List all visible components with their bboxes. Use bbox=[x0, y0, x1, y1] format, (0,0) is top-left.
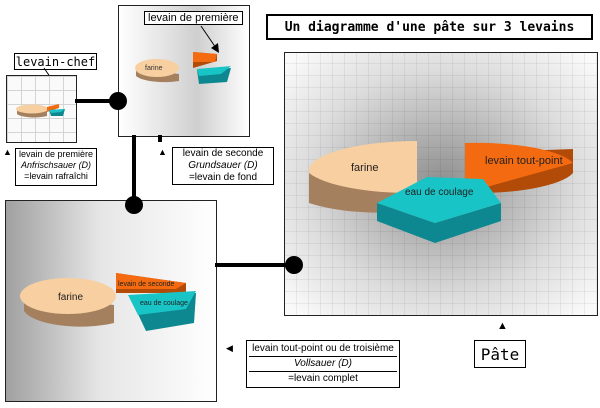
premiere-farine-label: farine bbox=[145, 65, 163, 72]
levain-chef-pie bbox=[16, 104, 65, 118]
levain-premiere-pie: farine bbox=[135, 25, 231, 84]
pate-frame: farine levain tout-point eau de coulage bbox=[284, 52, 598, 316]
levain-seconde-label: levain de seconde Grundsauer (D) =levain… bbox=[172, 147, 274, 185]
levain-toutpoint-label: levain tout-point ou de troisième Vollsa… bbox=[246, 340, 400, 388]
pate-pie: farine levain tout-point eau de coulage bbox=[308, 140, 573, 243]
toutpoint-arrow-icon: ◀ bbox=[226, 343, 233, 353]
node-dot-premiere bbox=[109, 92, 127, 110]
levain-premiere-frame: levain de première farine bbox=[118, 5, 250, 137]
pate-eau-label: eau de coulage bbox=[405, 187, 474, 198]
diagram-title: Un diagramme d'une pâte sur 3 levains bbox=[266, 14, 593, 40]
node-dot-pate bbox=[285, 256, 303, 274]
levain-chef-label: levain-chef bbox=[14, 53, 97, 70]
seconde-arrow-icon: ▲ bbox=[158, 147, 167, 157]
levain-premiere-label: levain de première Anfrischsauer (D) =le… bbox=[15, 148, 97, 186]
levain-premiere-frame-header: levain de première bbox=[144, 11, 243, 25]
node-dot-seconde bbox=[125, 196, 143, 214]
pate-arrow-icon: ▲ bbox=[497, 320, 508, 332]
seconde-levain-label: levain de seconde bbox=[118, 281, 175, 288]
seconde-eau-label: eau de coulage bbox=[140, 300, 188, 307]
pate-levain-label: levain tout-point bbox=[485, 155, 563, 167]
premiere-arrow-icon: ▲ bbox=[3, 147, 12, 157]
seconde-farine-label: farine bbox=[58, 292, 83, 303]
pate-label: Pâte bbox=[474, 340, 526, 368]
levain-seconde-pie: farine levain de seconde eau de coulage bbox=[20, 273, 196, 331]
levain-chef-frame bbox=[6, 75, 77, 143]
levain-seconde-frame: farine levain de seconde eau de coulage bbox=[5, 200, 217, 402]
pate-farine-label: farine bbox=[351, 162, 379, 174]
